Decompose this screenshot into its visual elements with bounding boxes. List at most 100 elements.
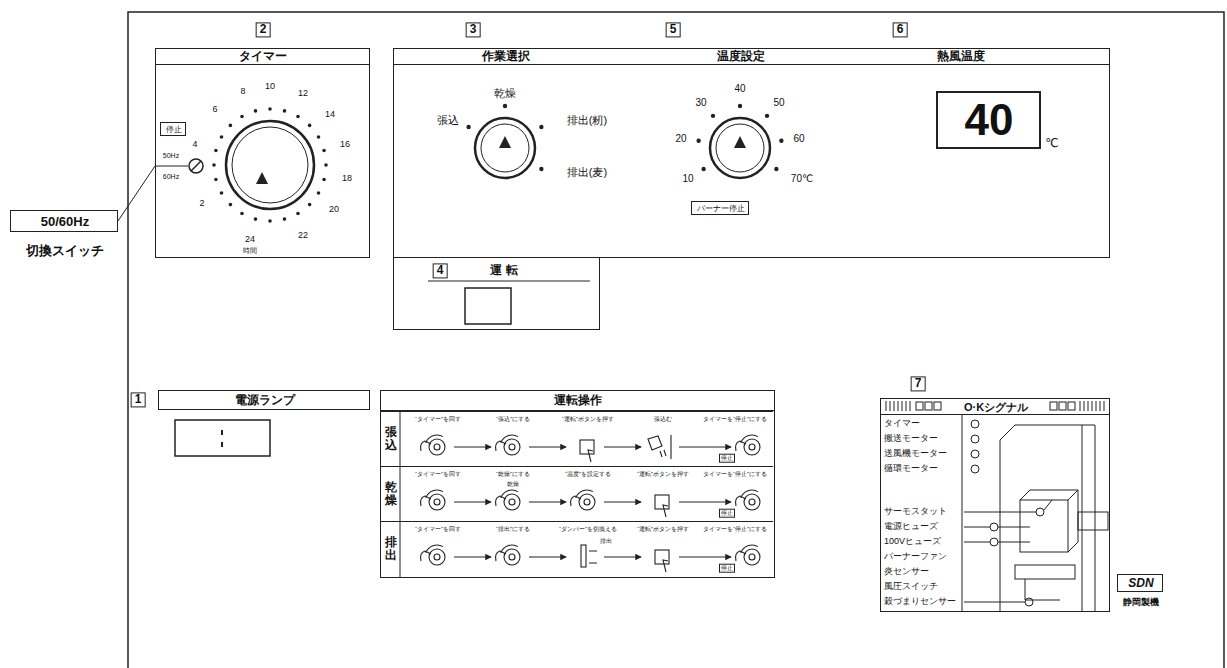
drawing-stroke bbox=[454, 556, 491, 557]
drawing-stroke bbox=[240, 115, 244, 119]
drawing-stroke bbox=[454, 446, 491, 447]
drawing-stroke bbox=[738, 104, 742, 108]
drawing-stroke bbox=[1025, 598, 1033, 606]
drawing-stroke bbox=[744, 549, 760, 565]
drawing-stroke bbox=[296, 115, 300, 119]
drawing-stroke bbox=[964, 527, 990, 528]
drawing-stroke bbox=[434, 554, 440, 560]
drawing-stroke bbox=[466, 125, 470, 129]
drawing-stroke bbox=[428, 280, 590, 281]
operation-row: 乾燥“タイマー”を回す“乾燥”にする“温度”を設定する“運転”ボタンを押すタイマ… bbox=[381, 466, 773, 521]
node-heading: SDN bbox=[1128, 577, 1153, 590]
drawing-stroke bbox=[499, 136, 511, 148]
drawing-stroke bbox=[894, 401, 895, 411]
temp-scale: 40 bbox=[734, 83, 745, 94]
node-heading: 運 転 bbox=[490, 264, 517, 277]
burner-stop-mark: バーナー停止 bbox=[691, 201, 749, 215]
timer-panel: タイマー停止 bbox=[155, 48, 370, 258]
mode-label: 張込 bbox=[437, 114, 459, 126]
node-text: “張込”にする bbox=[496, 416, 530, 423]
drawing-stroke bbox=[679, 446, 731, 447]
drawing-stroke bbox=[214, 149, 218, 153]
node-text: “運転”ボタンを押す bbox=[637, 471, 689, 478]
timer-scale: 16 bbox=[340, 140, 350, 150]
drawing-stroke bbox=[504, 549, 520, 565]
timer-scale: 14 bbox=[325, 110, 335, 120]
temp-scale: 70℃ bbox=[791, 173, 813, 184]
signal-item: 風圧スイッチ bbox=[884, 582, 938, 592]
node-heading: 乾燥 bbox=[385, 481, 397, 507]
drawing-stroke bbox=[774, 167, 778, 171]
drawing-stroke bbox=[990, 523, 998, 531]
timer-scale: 20 bbox=[329, 205, 339, 215]
drawing-stroke bbox=[1020, 490, 1078, 552]
drawing-stroke bbox=[221, 430, 223, 435]
node-text: “タイマー”を回す bbox=[415, 526, 461, 533]
drawing-stroke bbox=[220, 191, 224, 195]
drawing-stroke bbox=[779, 139, 783, 143]
power-lamp bbox=[175, 420, 270, 456]
control-panel: 作業選択温度設定熱風温度バーナー停止40 bbox=[393, 48, 1110, 258]
node-text: 停止 bbox=[719, 509, 735, 518]
node-text: “乾燥”にする bbox=[496, 471, 530, 478]
signal-item: 搬送モーター bbox=[884, 434, 938, 444]
drawing-stroke bbox=[1068, 402, 1075, 410]
operation-icons bbox=[421, 435, 761, 572]
drawing-stroke bbox=[434, 499, 440, 505]
temp-scale: 60 bbox=[793, 133, 804, 144]
drawing-stroke bbox=[220, 135, 224, 139]
node-text: “運転”ボタンを押す bbox=[637, 526, 689, 533]
node-text: “タイマー”を回す bbox=[415, 416, 461, 423]
drawing-stroke bbox=[749, 444, 755, 450]
signal-item: 電源ヒューズ bbox=[884, 522, 938, 532]
drawing-stroke bbox=[741, 490, 758, 498]
callout-number: 4 bbox=[433, 263, 448, 278]
timer-dial bbox=[155, 121, 314, 209]
node-text: “温度”を設定する bbox=[565, 471, 611, 478]
drawing-stroke bbox=[324, 163, 328, 167]
timer-scale: 24 bbox=[245, 235, 255, 245]
drawing-stroke bbox=[454, 501, 491, 502]
drawing-stroke bbox=[434, 444, 440, 450]
node-heading: 50/60Hz bbox=[41, 215, 89, 229]
drawing-stroke bbox=[429, 439, 445, 455]
drawing-stroke bbox=[501, 435, 518, 443]
drawing-stroke bbox=[890, 401, 891, 411]
callout-number: 2 bbox=[256, 22, 271, 37]
drawing-stroke bbox=[1044, 500, 1052, 510]
signal-item: 循環モーター bbox=[884, 464, 938, 474]
drawing-stroke bbox=[998, 527, 1030, 528]
drawing-stroke bbox=[696, 139, 700, 143]
mode-label: 排出(籾) bbox=[567, 114, 607, 126]
node-text: “タイマー”を回す bbox=[415, 471, 461, 478]
drawing-stroke bbox=[221, 442, 223, 447]
operation-row: 張込“タイマー”を回す“張込”にする“運転”ボタンを押す張込むタイマーを“停止”… bbox=[381, 411, 773, 466]
drawing-stroke bbox=[1078, 512, 1108, 530]
drawing-stroke bbox=[580, 440, 594, 454]
timer-scale: 2 bbox=[199, 199, 204, 209]
drawing-stroke bbox=[998, 542, 1030, 543]
drawing-stroke bbox=[964, 542, 990, 543]
drawing-stroke bbox=[254, 217, 258, 221]
drawing-stroke bbox=[589, 551, 597, 563]
callout-number: 3 bbox=[466, 22, 481, 37]
hz-switch-box: 50/60Hz切換スイッチ bbox=[10, 210, 118, 232]
drawing-stroke bbox=[465, 288, 511, 324]
hz-label: 50Hz bbox=[163, 152, 179, 160]
drawing-stroke bbox=[679, 501, 731, 502]
callout-number: 6 bbox=[893, 22, 908, 37]
run-button bbox=[428, 281, 590, 324]
drawing-stroke bbox=[906, 401, 907, 411]
drawing-stroke bbox=[283, 109, 287, 113]
leader-line bbox=[118, 166, 155, 221]
panel-frame bbox=[128, 12, 1224, 668]
drawing-stroke bbox=[716, 124, 764, 172]
node-text: 切換スイッチ bbox=[26, 244, 104, 258]
drawing-stroke bbox=[990, 538, 998, 546]
drawing-stroke bbox=[496, 441, 507, 451]
drawing-stroke bbox=[581, 545, 586, 567]
temp-scale: 10 bbox=[682, 173, 693, 184]
drawing-stroke bbox=[964, 512, 1036, 513]
timer-scale: 22 bbox=[298, 231, 308, 241]
